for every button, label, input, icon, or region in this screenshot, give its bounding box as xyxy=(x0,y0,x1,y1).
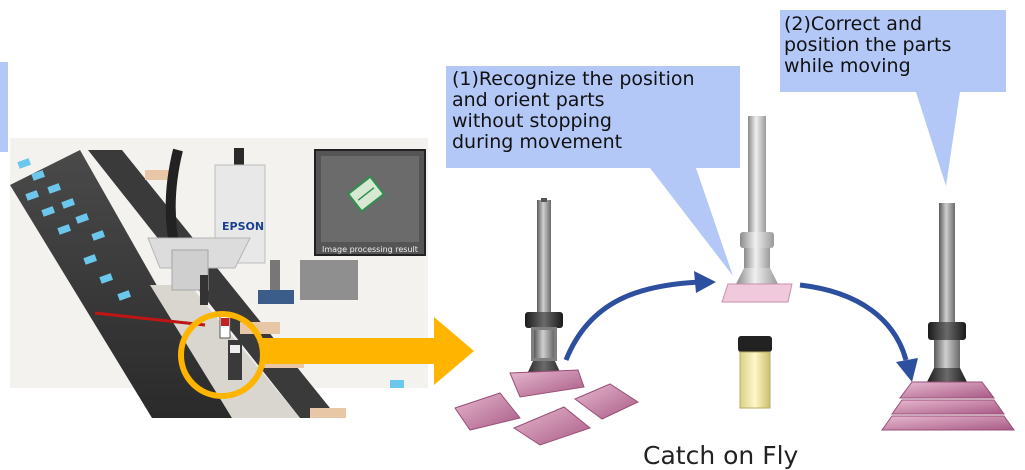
factory-photo: EPSON Image processing result xyxy=(10,138,474,418)
part-in-transit xyxy=(721,283,793,303)
callout-step-2-text: (2)Correct and position the parts while … xyxy=(784,13,952,77)
brand-label: EPSON xyxy=(222,220,264,233)
diagram-caption: Catch on Fly xyxy=(643,441,799,470)
callout-step-1-text: (1)Recognize the position and orient par… xyxy=(452,68,695,153)
scara-robot: EPSON xyxy=(147,148,358,305)
motion-arrow-2 xyxy=(799,282,918,382)
vision-sensor xyxy=(219,311,242,380)
image-result-inset: Image processing result xyxy=(314,149,426,256)
callout-bubble-2 xyxy=(780,10,1006,186)
conveyor-belt-left xyxy=(10,150,232,418)
callout-bubble-1 xyxy=(446,66,740,276)
robot-arm-stage-1 xyxy=(522,198,566,385)
camera-vial xyxy=(738,336,772,409)
inset-label: Image processing result xyxy=(322,245,418,254)
stacked-parts-stage-3 xyxy=(881,381,1015,431)
orange-arrow xyxy=(262,317,474,385)
blue-parts xyxy=(17,158,404,388)
robot-arm-stage-3 xyxy=(926,203,968,384)
robot-arm-stage-2 xyxy=(721,116,793,303)
motion-arrow-1 xyxy=(563,271,716,361)
parts-pile-stage-1 xyxy=(454,369,640,446)
